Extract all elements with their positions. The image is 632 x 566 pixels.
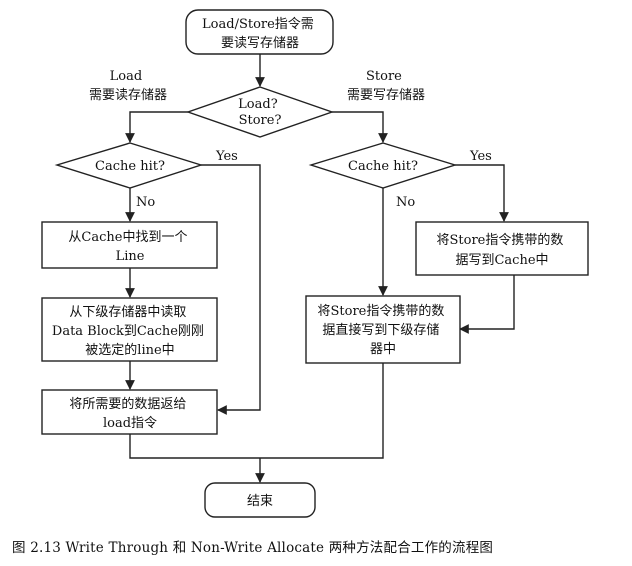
node-read-block-line-1: 从下级存储器中读取 — [69, 305, 186, 320]
edge-load-yes — [201, 164, 261, 415]
node-end-label: 结束 — [247, 494, 273, 509]
node-decision-line-2: Store? — [239, 113, 282, 128]
node-read-block-line-2: Data Block到Cache刚刚 — [52, 324, 204, 339]
edge-decision-to-load — [125, 111, 188, 143]
label-store-no: No — [396, 195, 415, 210]
svg-text:Cache hit?: Cache hit? — [95, 159, 165, 174]
node-store-cache-hit-label: Cache hit? — [348, 159, 418, 174]
label-store-branch: Store 需要写存储器 — [347, 69, 425, 103]
edge-store-yes — [455, 164, 509, 222]
node-decision-load-store: Load? Store? — [185, 86, 335, 138]
node-load-cache-hit: Cache hit? — [54, 142, 204, 189]
node-start: Load/Store指令需 要读写存储器 — [185, 9, 334, 55]
node-start-line-2: 要读写存储器 — [221, 36, 299, 51]
label-load-yes: Yes — [215, 149, 238, 164]
label-load-branch-line-2: 需要读存储器 — [89, 88, 167, 103]
figure-caption: 图 2.13 Write Through 和 Non-Write Allocat… — [12, 540, 493, 556]
node-load-cache-hit-label: Cache hit? — [95, 159, 165, 174]
node-return-data-line-1: 将所需要的数据返给 — [69, 396, 186, 412]
svg-text:Load/Store指令需 要读写存储器: Load/Store指令需 要读写存储器 — [202, 17, 318, 51]
node-decision-line-1: Load? — [238, 97, 278, 112]
node-find-line-line-1: 从Cache中找到一个 — [68, 230, 187, 245]
node-find-line-line-2: Line — [116, 249, 145, 264]
edge-decision-to-store — [332, 111, 388, 143]
node-store-miss-write: 将Store指令携带的数 据直接写到下级存储 器中 — [305, 295, 461, 364]
svg-text:将Store指令携带的数 据写到Cache中: 将Store指令携带的数 据写到Cache中 — [436, 232, 567, 268]
node-return-data: 将所需要的数据返给 load指令 — [41, 389, 218, 435]
edges — [125, 54, 515, 483]
svg-text:结束: 结束 — [247, 494, 273, 509]
node-store-miss-write-line-1: 将Store指令携带的数 — [317, 303, 444, 319]
edge-hit-to-miss — [459, 275, 515, 334]
node-start-line-1: Load/Store指令需 — [202, 17, 314, 32]
node-store-miss-write-line-2: 据直接写到下级存储 — [322, 322, 439, 338]
node-store-hit-write-line-1: 将Store指令携带的数 — [436, 232, 563, 248]
edge-store-to-merge — [260, 363, 384, 459]
svg-text:从下级存储器中读取 Data Block到Cac: 从下级存储器中读取 Data Block到Cache刚刚 被选定的line中 — [52, 305, 208, 358]
edge-return-to-merge — [129, 434, 260, 459]
label-store-branch-line-1: Store — [366, 69, 402, 84]
label-load-branch: Load 需要读存储器 — [89, 69, 167, 103]
svg-text:Load? Store?: Load? Store? — [238, 97, 282, 128]
node-store-hit-write: 将Store指令携带的数 据写到Cache中 — [415, 221, 589, 276]
node-end: 结束 — [204, 482, 316, 518]
label-load-no: No — [136, 195, 155, 210]
node-store-miss-write-line-3: 器中 — [370, 342, 396, 357]
node-return-data-line-2: load指令 — [103, 416, 157, 431]
svg-text:Cache hit?: Cache hit? — [348, 159, 418, 174]
node-store-hit-write-line-2: 据写到Cache中 — [455, 253, 548, 268]
node-read-block-line-3: 被选定的line中 — [85, 342, 174, 358]
svg-text:将所需要的数据返给 load指令: 将所需要的数据返给 load指令 — [69, 396, 190, 431]
node-find-line: 从Cache中找到一个 Line — [41, 221, 218, 269]
svg-text:将Store指令携带的数 据直接写到下级存储: 将Store指令携带的数 据直接写到下级存储 器中 — [317, 303, 448, 357]
svg-text:从Cache中找到一个 Line: 从Cache中找到一个 Line — [68, 230, 191, 264]
node-store-cache-hit: Cache hit? — [308, 142, 458, 189]
label-store-branch-line-2: 需要写存储器 — [347, 88, 425, 103]
node-read-block: 从下级存储器中读取 Data Block到Cache刚刚 被选定的line中 — [41, 297, 218, 362]
label-store-yes: Yes — [469, 149, 492, 164]
label-load-branch-line-1: Load — [110, 69, 143, 84]
